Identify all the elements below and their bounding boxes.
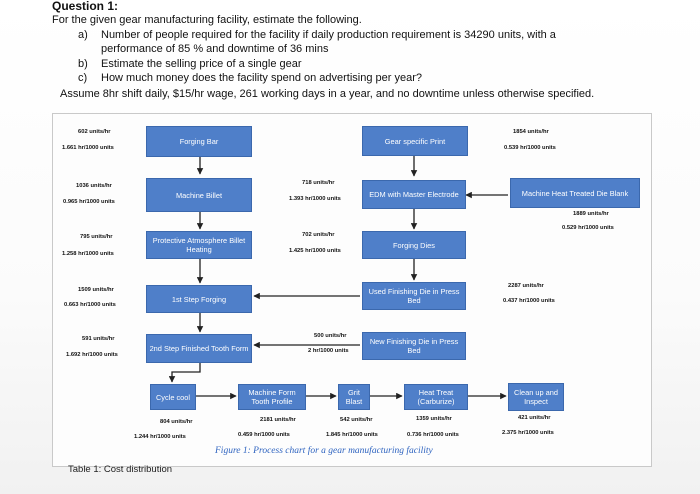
figure-caption: Figure 1: Process chart for a gear manuf… <box>215 446 433 456</box>
assumption-text: Assume 8hr shift daily, $15/hr wage, 261… <box>60 88 595 100</box>
die-blank-rate: 1889 units/hr <box>573 211 609 217</box>
forging-bar-step: Forging Bar <box>146 126 252 157</box>
protective-heating-step: Protective Atmosphere Billet Heating <box>146 231 252 259</box>
item-a-marker: a) <box>78 29 88 41</box>
item-a-line2: performance of 85 % and downtime of 36 m… <box>101 43 329 55</box>
machine-billet-step: Machine Billet <box>146 178 252 212</box>
item-b-text: Estimate the selling price of a single g… <box>101 58 302 70</box>
step2-form-step: 2nd Step Finished Tooth Form <box>146 334 252 363</box>
gear-print-rate: 1854 units/hr <box>513 129 549 135</box>
edm-cost: 1.393 hr/1000 units <box>289 196 341 202</box>
machine-billet-rate: 1036 units/hr <box>76 183 112 189</box>
item-c-text: How much money does the facility spend o… <box>101 72 423 84</box>
question-intro: For the given gear manufacturing facilit… <box>52 14 362 26</box>
gear-print-cost: 0.539 hr/1000 units <box>504 145 556 151</box>
used-die-step: Used Finishing Die in Press Bed <box>362 282 466 310</box>
step1-forging-step: 1st Step Forging <box>146 285 252 313</box>
edm-step: EDM with Master Electrode <box>362 180 466 209</box>
forging-dies-cost: 1.425 hr/1000 units <box>289 248 341 254</box>
gear-print-step: Gear specific Print <box>362 126 468 156</box>
forging-dies-step: Forging Dies <box>362 231 466 259</box>
item-c-marker: c) <box>78 72 88 84</box>
heat-treat-cost: 0.736 hr/1000 units <box>407 432 459 438</box>
clean-up-cost: 2.375 hr/1000 units <box>502 430 554 436</box>
cycle-cool-cost: 1.244 hr/1000 units <box>134 434 186 440</box>
heat-treat-step: Heat Treat (Carburize) <box>404 384 468 410</box>
new-die-cost: 2 hr/1000 units <box>308 348 349 354</box>
forging-bar-rate: 602 units/hr <box>78 129 111 135</box>
edm-rate: 718 units/hr <box>302 180 335 186</box>
new-die-step: New Finishing Die in Press Bed <box>362 332 466 360</box>
heat-treat-rate: 1359 units/hr <box>416 416 452 422</box>
machine-form-rate: 2181 units/hr <box>260 417 296 423</box>
step1-forging-cost: 0.663 hr/1000 units <box>64 302 116 308</box>
item-a-line1: Number of people required for the facili… <box>101 29 556 41</box>
protective-heating-cost: 1.258 hr/1000 units <box>62 251 114 257</box>
heat-treated-die-blank-step: Machine Heat Treated Die Blank <box>510 178 640 208</box>
machine-form-step: Machine Form Tooth Profile <box>238 384 306 410</box>
grit-blast-step: Grit Blast <box>338 384 370 410</box>
item-b-marker: b) <box>78 58 88 70</box>
die-blank-cost: 0.529 hr/1000 units <box>562 225 614 231</box>
grit-blast-cost: 1.845 hr/1000 units <box>326 432 378 438</box>
question-title: Question 1: <box>52 0 119 13</box>
cycle-cool-rate: 804 units/hr <box>160 419 193 425</box>
forging-dies-rate: 702 units/hr <box>302 232 335 238</box>
used-die-rate: 2287 units/hr <box>508 283 544 289</box>
grit-blast-rate: 542 units/hr <box>340 417 373 423</box>
clean-up-rate: 421 units/hr <box>518 415 551 421</box>
used-die-cost: 0.437 hr/1000 units <box>503 298 555 304</box>
clean-up-step: Clean up and Inspect <box>508 383 564 411</box>
cycle-cool-step: Cycle cool <box>150 384 196 410</box>
machine-form-cost: 0.459 hr/1000 units <box>238 432 290 438</box>
table-caption: Table 1: Cost distribution <box>68 464 173 475</box>
new-die-rate: 500 units/hr <box>314 333 347 339</box>
step1-forging-rate: 1509 units/hr <box>78 287 114 293</box>
machine-billet-cost: 0.965 hr/1000 units <box>63 199 115 205</box>
forging-bar-cost: 1.661 hr/1000 units <box>62 145 114 151</box>
step2-form-cost: 1.692 hr/1000 units <box>66 352 118 358</box>
step2-form-rate: 591 units/hr <box>82 336 115 342</box>
protective-heating-rate: 795 units/hr <box>80 234 113 240</box>
